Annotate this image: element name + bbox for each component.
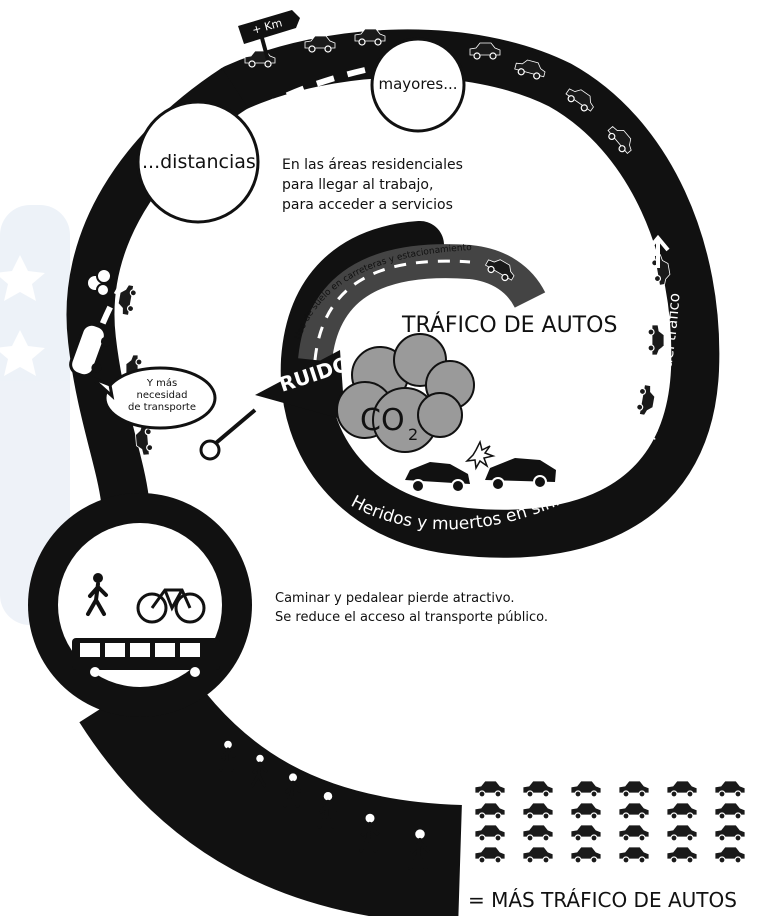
car: [523, 847, 553, 863]
car: [571, 825, 601, 841]
car: [523, 803, 553, 819]
car: [475, 847, 505, 863]
car: [619, 781, 649, 797]
car-grid: [475, 781, 745, 863]
traffic-title: TRÁFICO DE AUTOS: [402, 313, 617, 338]
car: [619, 847, 649, 863]
spiral-road-outer: [235, 53, 695, 533]
co2-cloud: [337, 334, 474, 452]
car: [523, 781, 553, 797]
car: [715, 803, 745, 819]
car: [475, 825, 505, 841]
co2-label: CO: [360, 403, 405, 438]
svg-text:Se cambian pies por motores: Se cambian pies por motores: [259, 661, 482, 772]
car: [715, 825, 745, 841]
residential-text: En las áreas residenciales para llegar a…: [282, 155, 463, 215]
car: [571, 847, 601, 863]
car: [667, 847, 697, 863]
car: [571, 781, 601, 797]
car: [619, 825, 649, 841]
car-crash-icon: [405, 442, 556, 492]
feet-motors-label: Se cambian pies por motores: [259, 661, 482, 772]
conclusion-text: = MÁS TRÁFICO DE AUTOS: [468, 888, 737, 912]
co2-subscript: 2: [408, 425, 418, 444]
car: [523, 825, 553, 841]
car: [667, 803, 697, 819]
car: [619, 803, 649, 819]
car: [667, 781, 697, 797]
speech-bubble-label: Y más necesidad de transporte: [118, 378, 206, 414]
walking-text: Caminar y pedalear pierde atractivo. Se …: [275, 589, 548, 627]
bubble-left-label: ...distancias: [142, 151, 254, 173]
car: [667, 825, 697, 841]
car: [475, 781, 505, 797]
bubble-top-label: mayores...: [376, 75, 460, 93]
car: [571, 803, 601, 819]
car: [715, 781, 745, 797]
car: [475, 803, 505, 819]
car: [715, 847, 745, 863]
